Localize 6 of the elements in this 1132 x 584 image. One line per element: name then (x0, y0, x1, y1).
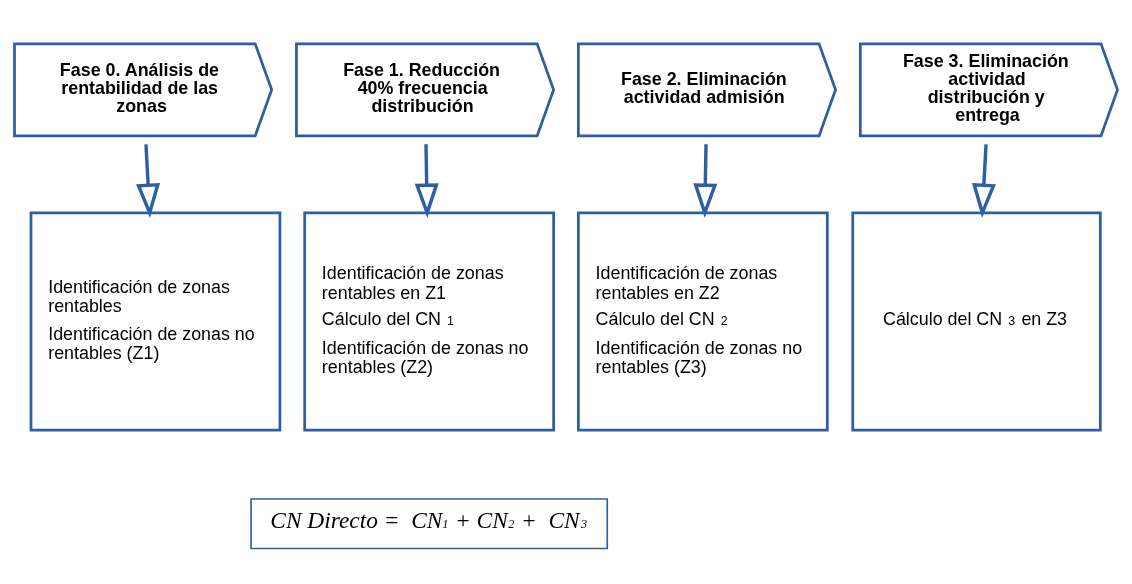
arrow (136, 144, 161, 218)
arrow (693, 144, 718, 218)
node-box: Identificación de zonas rentables Identificación de zonas no rentables (Z1) (29, 211, 282, 432)
node-box: CN Directo = CN1 + CN2 + CN3 (250, 498, 609, 550)
arrow (971, 144, 996, 218)
arrow (414, 144, 439, 218)
